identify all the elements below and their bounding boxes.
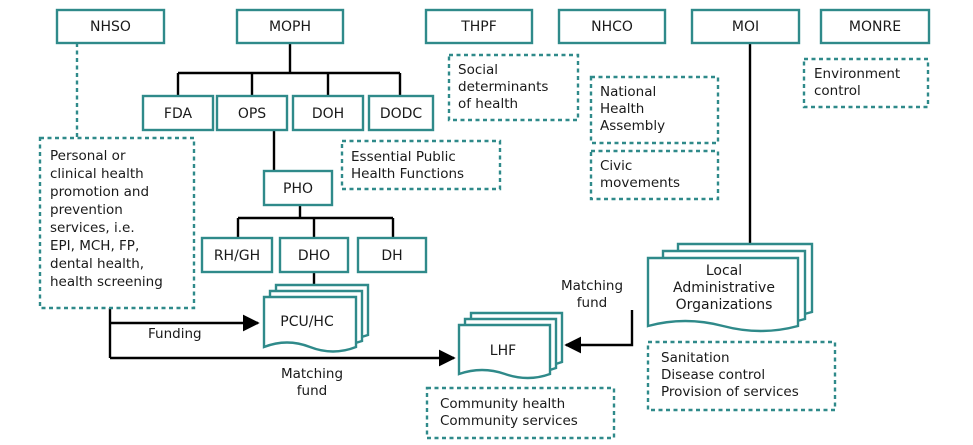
unit-dho: DHO [278, 236, 350, 274]
unit-pcu-hc: PCU/HC [262, 283, 370, 353]
note-thpf: Social determinants of health [447, 53, 580, 122]
unit-dh-label: DH [381, 248, 402, 264]
matching-fund-right-line-1: Matching [561, 278, 623, 294]
lao-to-lhf-arrow-line [564, 310, 634, 354]
unit-rh-gh: RH/GH [200, 236, 274, 274]
note-nhso-line-6: EPI, MCH, FP, [50, 238, 139, 254]
agency-nhso: NHSO [55, 8, 166, 45]
note-lao-services-line-1: Sanitation [661, 350, 730, 366]
note-nhso-line-5: services, i.e. [50, 220, 135, 236]
note-ephf-line-2: Health Functions [351, 166, 464, 182]
unit-dodc: DODC [367, 94, 435, 132]
unit-lhf: LHF [457, 311, 564, 380]
funding-label: Funding [148, 326, 202, 342]
unit-dho-label: DHO [298, 248, 330, 264]
note-civic-movements: Civic movements [589, 149, 720, 201]
note-nha-line-1: National [600, 84, 656, 100]
note-monre-line-2: control [814, 83, 861, 99]
note-civic-line-2: movements [600, 175, 680, 191]
matching-fund-bottom-line-2: fund [297, 383, 327, 399]
unit-pho: PHO [262, 169, 334, 207]
unit-fda: FDA [141, 94, 215, 132]
note-nha-line-3: Assembly [600, 118, 665, 134]
unit-doh: DOH [291, 94, 365, 132]
unit-lao-line-1: Local [706, 263, 742, 279]
note-monre-line-1: Environment [814, 66, 900, 82]
unit-fda-label: FDA [164, 106, 193, 122]
note-essential-public-health-functions: Essential Public Health Functions [340, 139, 502, 191]
agency-nhco-label: NHCO [591, 19, 633, 35]
unit-lao-line-2: Administrative [673, 280, 775, 296]
agency-moph: MOPH [235, 8, 345, 45]
note-lhf-services-line-1: Community health [440, 396, 565, 412]
note-lhf-services: Community health Community services [425, 386, 616, 440]
agency-thpf-label: THPF [460, 19, 497, 35]
unit-lhf-label: LHF [490, 343, 516, 359]
matching-fund-bottom-line-1: Matching [281, 366, 343, 382]
note-nha-line-2: Health [600, 101, 644, 117]
note-thpf-line-3: of health [458, 96, 518, 112]
note-national-health-assembly: National Health Assembly [589, 75, 720, 145]
unit-dodc-label: DODC [380, 106, 423, 122]
connectors [108, 43, 752, 367]
note-lao-services: Sanitation Disease control Provision of … [646, 340, 837, 412]
agency-moi: MOI [690, 8, 801, 45]
note-civic-line-1: Civic [600, 158, 632, 174]
agency-moi-label: MOI [732, 19, 759, 35]
note-lhf-services-line-2: Community services [440, 413, 578, 429]
unit-ops: OPS [215, 94, 289, 132]
note-thpf-line-1: Social [458, 62, 498, 78]
note-ephf-line-1: Essential Public [351, 149, 456, 165]
note-nhso-services: Personal or clinical health promotion an… [38, 136, 196, 310]
note-monre: Environment control [802, 57, 930, 109]
agency-thpf: THPF [424, 8, 534, 45]
unit-pho-label: PHO [283, 181, 313, 197]
unit-doh-label: DOH [312, 106, 344, 122]
agency-nhso-label: NHSO [90, 19, 131, 35]
note-nhso-line-7: dental health, [50, 256, 144, 272]
note-lao-services-line-3: Provision of services [661, 384, 799, 400]
note-lao-services-line-2: Disease control [661, 367, 765, 383]
unit-pcu-hc-label: PCU/HC [280, 314, 334, 330]
unit-dh: DH [356, 236, 428, 274]
note-nhso-line-3: promotion and [50, 184, 149, 200]
unit-lao: Local Administrative Organizations [646, 242, 814, 333]
note-nhso-line-2: clinical health [50, 166, 144, 182]
note-nhso-line-4: prevention [50, 202, 123, 218]
unit-lao-line-3: Organizations [676, 297, 773, 313]
unit-rh-gh-label: RH/GH [214, 248, 260, 264]
unit-ops-label: OPS [238, 106, 266, 122]
agency-monre-label: MONRE [849, 19, 901, 35]
agency-nhco: NHCO [557, 8, 667, 45]
note-nhso-line-8: health screening [50, 274, 163, 290]
note-nhso-line-1: Personal or [50, 148, 126, 164]
matching-fund-right-line-2: fund [577, 295, 607, 311]
note-thpf-line-2: determinants [458, 79, 548, 95]
agency-monre: MONRE [819, 8, 931, 45]
agency-moph-label: MOPH [269, 19, 311, 35]
